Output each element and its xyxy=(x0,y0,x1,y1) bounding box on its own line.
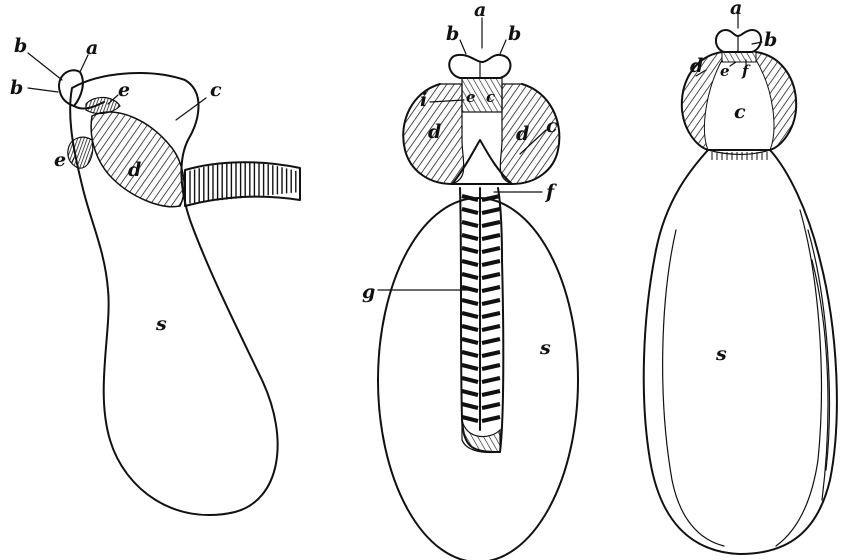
right-label-e: e xyxy=(720,62,730,80)
rib-line xyxy=(462,365,478,369)
rib-line xyxy=(462,222,478,226)
rib-line xyxy=(482,378,500,382)
rib-line xyxy=(462,274,478,278)
left-muscle-upper xyxy=(86,97,120,113)
rib-line xyxy=(482,287,500,291)
right-label-s: s xyxy=(715,343,727,365)
left-label-a: a xyxy=(86,37,98,59)
rib-line xyxy=(462,404,478,408)
left-gill-strip xyxy=(185,162,300,206)
rib-line xyxy=(482,222,500,226)
rib-line xyxy=(482,417,500,421)
rib-line xyxy=(482,300,500,304)
middle-label-f: f xyxy=(544,181,557,203)
rib-line xyxy=(482,274,500,278)
rib-line xyxy=(462,378,478,382)
rib-line xyxy=(462,391,478,395)
rib-line xyxy=(482,248,500,252)
rib-line xyxy=(462,248,478,252)
middle-label-e-band-left: e xyxy=(466,88,476,106)
rib-line xyxy=(482,352,500,356)
left-label-d: d xyxy=(128,159,141,181)
rib-line xyxy=(462,209,478,213)
rib-line xyxy=(482,404,500,408)
left-label-c: c xyxy=(210,79,222,101)
left-label-b-side: b xyxy=(10,77,23,99)
middle-body-sac xyxy=(378,198,578,560)
rib-line xyxy=(482,339,500,343)
middle-label-s: s xyxy=(539,337,551,359)
rib-line xyxy=(482,261,500,265)
middle-label-d-right: d xyxy=(516,123,529,145)
right-label-d: d xyxy=(690,55,703,77)
left-label-e-lower: e xyxy=(54,149,66,171)
figure-middle: a b b i e c c d d f g s xyxy=(362,0,578,560)
right-bulb-hatch-right xyxy=(756,52,796,150)
rib-line xyxy=(482,326,500,330)
rib-line xyxy=(462,313,478,317)
right-body-sac xyxy=(644,150,837,554)
right-label-c: c xyxy=(734,101,746,123)
middle-label-g: g xyxy=(362,281,375,303)
right-label-b: b xyxy=(764,29,777,51)
rib-line xyxy=(482,235,500,239)
rib-line xyxy=(482,209,500,213)
rib-line xyxy=(482,313,500,317)
rib-line xyxy=(462,339,478,343)
rib-line xyxy=(482,365,500,369)
right-label-a: a xyxy=(730,0,742,19)
left-muscle-lower xyxy=(68,137,93,168)
middle-label-b-right: b xyxy=(508,23,521,45)
middle-label-c-side: c xyxy=(546,115,558,137)
rib-line xyxy=(462,352,478,356)
rib-line xyxy=(462,235,478,239)
rib-line xyxy=(462,300,478,304)
middle-label-i: i xyxy=(420,89,427,111)
rib-line xyxy=(482,391,500,395)
middle-label-d-left: d xyxy=(428,121,441,143)
rib-line xyxy=(462,417,478,421)
left-label-b-top: b xyxy=(14,35,27,57)
figure-left: b b a e c e d s xyxy=(10,35,300,515)
middle-label-a: a xyxy=(474,0,486,21)
middle-gill-basket xyxy=(460,188,503,453)
left-label-s: s xyxy=(155,313,167,335)
rib-line xyxy=(482,196,500,200)
rib-line xyxy=(462,261,478,265)
middle-label-b-left: b xyxy=(446,23,459,45)
right-label-f: f xyxy=(741,62,751,80)
left-label-e-upper: e xyxy=(118,79,130,101)
figure-right: a b d e f c s xyxy=(644,0,837,554)
middle-label-c-band-right: c xyxy=(486,88,495,106)
rib-line xyxy=(462,326,478,330)
